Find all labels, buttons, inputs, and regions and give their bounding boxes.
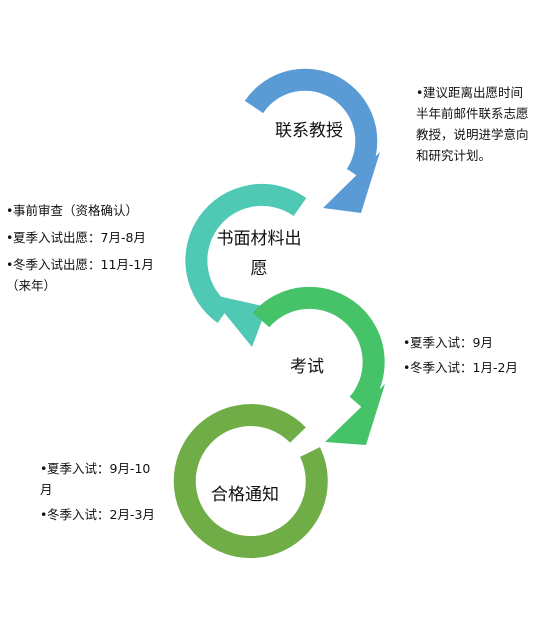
stage-1-arrowhead	[323, 152, 380, 213]
notes-contact-professor: •建议距离出愿时间半年前邮件联系志愿教授，说明进学意向和研究计划。	[416, 82, 534, 166]
note-item: •冬季入试：2月-3月	[40, 504, 158, 525]
stage-label-exam: 考试	[290, 357, 324, 377]
stage-2-arc	[185, 183, 307, 347]
note-item: •夏季入试：9月-10月	[40, 458, 158, 500]
stage-3-arrowhead	[325, 384, 385, 445]
note-item: •冬季入试出愿：11月-1月（来年）	[6, 254, 174, 296]
notes-admission-notice: •夏季入试：9月-10月 •冬季入试：2月-3月	[40, 458, 158, 525]
stage-label-written-application: 书面材料出愿	[216, 229, 302, 279]
stage-label-contact-professor: 联系教授	[275, 121, 343, 141]
bullet-icon: •	[403, 360, 411, 375]
bullet-icon: •	[6, 203, 14, 218]
note-item: •夏季入试：9月	[403, 332, 523, 353]
bullet-icon: •	[40, 461, 48, 476]
note-item: •事前审查（资格确认）	[6, 200, 174, 221]
bullet-icon: •	[40, 507, 48, 522]
stage-label-admission-notice: 合格通知	[211, 485, 279, 505]
stage-4-arc	[173, 404, 328, 559]
notes-written-application: •事前审查（资格确认） •夏季入试出愿：7月-8月 •冬季入试出愿：11月-1月…	[6, 200, 174, 296]
stage-1-arc	[244, 68, 380, 213]
note-item: •夏季入试出愿：7月-8月	[6, 227, 174, 248]
stage-2-arrowhead	[209, 294, 267, 347]
bullet-icon: •	[6, 230, 14, 245]
bullet-icon: •	[403, 335, 411, 350]
bullet-icon: •	[6, 257, 14, 272]
notes-exam: •夏季入试：9月 •冬季入试：1月-2月	[403, 332, 523, 378]
note-item: •冬季入试：1月-2月	[403, 357, 523, 378]
note-item: •建议距离出愿时间半年前邮件联系志愿教授，说明进学意向和研究计划。	[416, 82, 534, 166]
stage-3-arc	[252, 286, 385, 445]
bullet-icon: •	[416, 85, 424, 100]
